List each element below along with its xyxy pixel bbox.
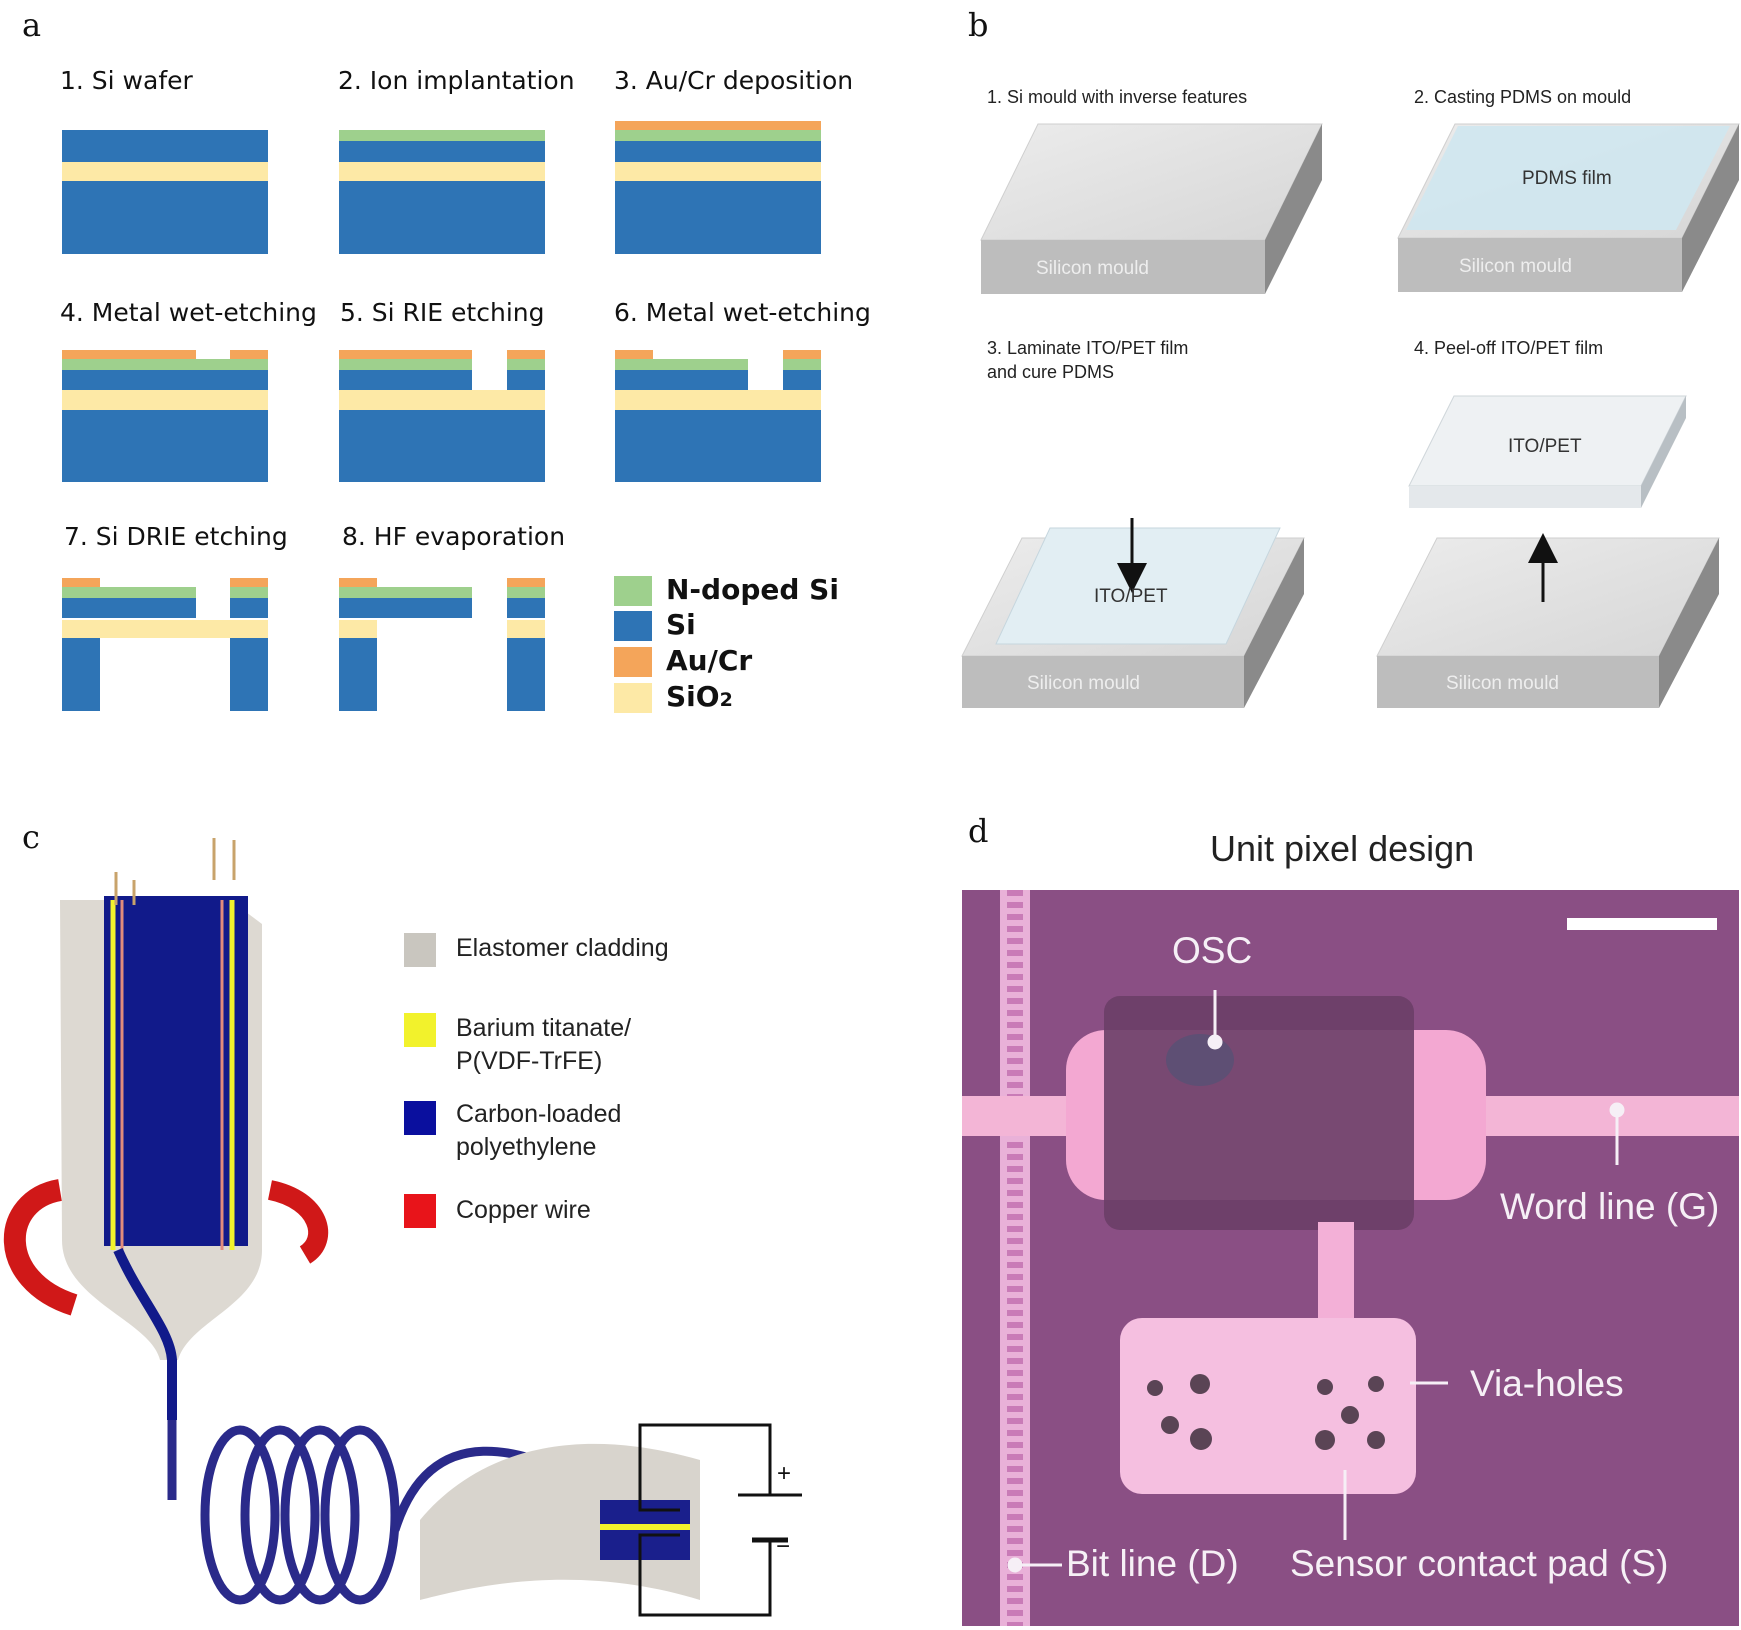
c-legend-carbon-label: Carbon-loaded polyethylene	[456, 1100, 622, 1161]
c-legend-swatch-copper	[404, 1194, 436, 1228]
c-legend-copper-label: Copper wire	[456, 1196, 591, 1224]
d-connector	[1318, 1222, 1354, 1322]
b-mould-3-label: Silicon mould	[1027, 673, 1140, 694]
a-wafer-8	[339, 578, 545, 711]
a-step-3-label: 3. Au/Cr deposition	[614, 66, 854, 95]
b-mould-1-label: Silicon mould	[1036, 258, 1149, 279]
panel-c-letter: c	[22, 818, 40, 856]
c-legend-swatch-carbon	[404, 1101, 436, 1135]
a-step-7-label: 7. Si DRIE etching	[64, 522, 288, 551]
a-step-4-label: 4. Metal wet-etching	[60, 298, 317, 327]
b-mould-2	[1397, 123, 1740, 292]
d-title: Unit pixel design	[1210, 828, 1475, 869]
legend-ndoped-label: N-doped Si	[666, 573, 839, 606]
panel-b-letter: b	[968, 6, 989, 44]
d-leader-lines	[1007, 990, 1625, 1573]
a-wafer-5	[339, 350, 545, 482]
a-step-1-label: 1. Si wafer	[60, 66, 193, 95]
legend-swatch-ndoped	[614, 576, 652, 606]
a-wafer-2	[339, 130, 545, 254]
legend-sio2-text: SiO	[666, 680, 720, 713]
legend-aucr-label: Au/Cr	[666, 644, 753, 677]
c-legend-swatch-elastomer	[404, 933, 436, 967]
c-circuit	[638, 1423, 802, 1617]
panel-a-letter: a	[22, 6, 42, 44]
b-mould-2-label: Silicon mould	[1459, 256, 1572, 277]
d-scale-bar	[1567, 918, 1717, 930]
b-pdms-label: PDMS film	[1522, 168, 1612, 189]
d-bit-line	[1000, 890, 1030, 1626]
d-via-holes-label: Via-holes	[1470, 1363, 1624, 1404]
b-mould-4	[1376, 395, 1720, 708]
c-preform	[60, 838, 262, 1420]
d-sensor-pad-label: Sensor contact pad (S)	[1290, 1543, 1669, 1584]
d-osc-label: OSC	[1172, 930, 1253, 971]
d-via-holes	[1147, 1374, 1385, 1450]
a-wafer-7	[62, 578, 268, 711]
b-mould-1	[980, 123, 1323, 294]
b-step-4-label: 4. Peel-off ITO/PET film	[1414, 338, 1604, 358]
legend-swatch-aucr	[614, 647, 652, 677]
c-legend-swatch-barium	[404, 1013, 436, 1047]
d-bit-line-label: Bit line (D)	[1066, 1543, 1239, 1584]
d-word-line-label: Word line (G)	[1500, 1186, 1720, 1227]
c-minus-sign: −	[776, 1533, 791, 1560]
legend-swatch-sio2	[614, 683, 652, 713]
legend-swatch-si	[614, 611, 652, 641]
b-step-1-label: 1. Si mould with inverse features	[987, 87, 1248, 107]
b-mould-3	[961, 518, 1305, 708]
c-heater-ring	[3, 1179, 329, 1316]
b-step-2-label: 2. Casting PDMS on mould	[1414, 87, 1632, 107]
c-plus-sign: +	[777, 1460, 792, 1487]
a-step-6-label: 6. Metal wet-etching	[614, 298, 871, 327]
a-step-5-label: 5. Si RIE etching	[340, 298, 545, 327]
a-step-2-label: 2. Ion implantation	[338, 66, 575, 95]
d-osc	[1066, 996, 1486, 1230]
b-step-3-label-line2: and cure PDMS	[987, 362, 1115, 382]
a-wafer-1	[62, 130, 268, 254]
legend-si-label: Si	[666, 608, 696, 641]
b-mould-4-label: Silicon mould	[1446, 673, 1559, 694]
legend-sio2-sub: 2	[719, 689, 733, 711]
b-ito-4-label: ITO/PET	[1508, 436, 1582, 457]
a-wafer-4	[62, 350, 268, 482]
a-wafer-3	[615, 121, 821, 254]
a-wafer-6	[615, 350, 821, 482]
b-ito-3-label: ITO/PET	[1094, 586, 1168, 607]
panel-d-letter: d	[968, 812, 989, 850]
legend-sio2-label: SiO2	[666, 680, 733, 713]
d-sensor-pad	[1120, 1318, 1416, 1494]
c-legend-elastomer-label: Elastomer cladding	[456, 934, 669, 962]
c-legend-barium-label: Barium titanate/ P(VDF-TrFE)	[456, 1014, 632, 1075]
b-step-3-label: 3. Laminate ITO/PET film	[987, 338, 1189, 358]
a-step-8-label: 8. HF evaporation	[342, 522, 566, 551]
